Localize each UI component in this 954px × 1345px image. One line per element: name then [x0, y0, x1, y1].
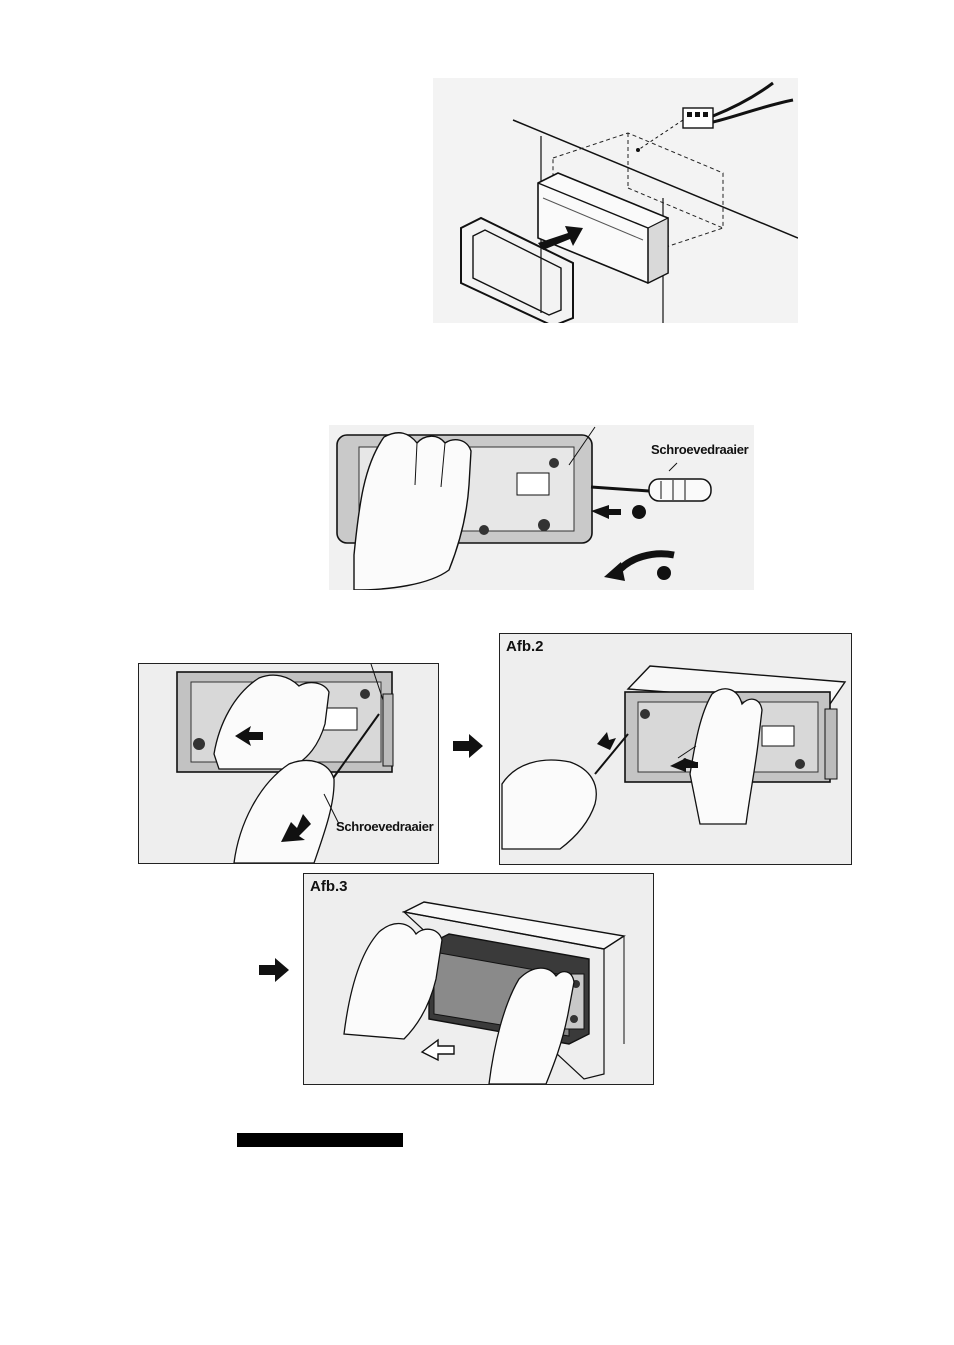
- installation-drawing: [433, 78, 798, 323]
- installation-illustration: [433, 78, 798, 323]
- afb3-title: Afb.3: [310, 878, 348, 895]
- afb2-drawing: [500, 634, 851, 864]
- screwdriver-label: Schroevedraaier: [651, 442, 748, 457]
- afb2-title: Afb.2: [506, 638, 544, 655]
- next-step-arrow-icon-2: [259, 958, 289, 982]
- afb3-drawing: [304, 874, 653, 1084]
- screwdriver-label-afb1: Schroevedraaier: [336, 819, 433, 834]
- afb2-illustration: Afb.2: [499, 633, 852, 865]
- next-step-arrow-icon: [453, 734, 483, 758]
- faceplate-removal-illustration: Schroevedraaier: [329, 425, 754, 590]
- afb3-illustration: Afb.3: [303, 873, 654, 1085]
- black-bar: [237, 1133, 403, 1147]
- afb1-illustration: Schroevedraaier: [138, 663, 439, 864]
